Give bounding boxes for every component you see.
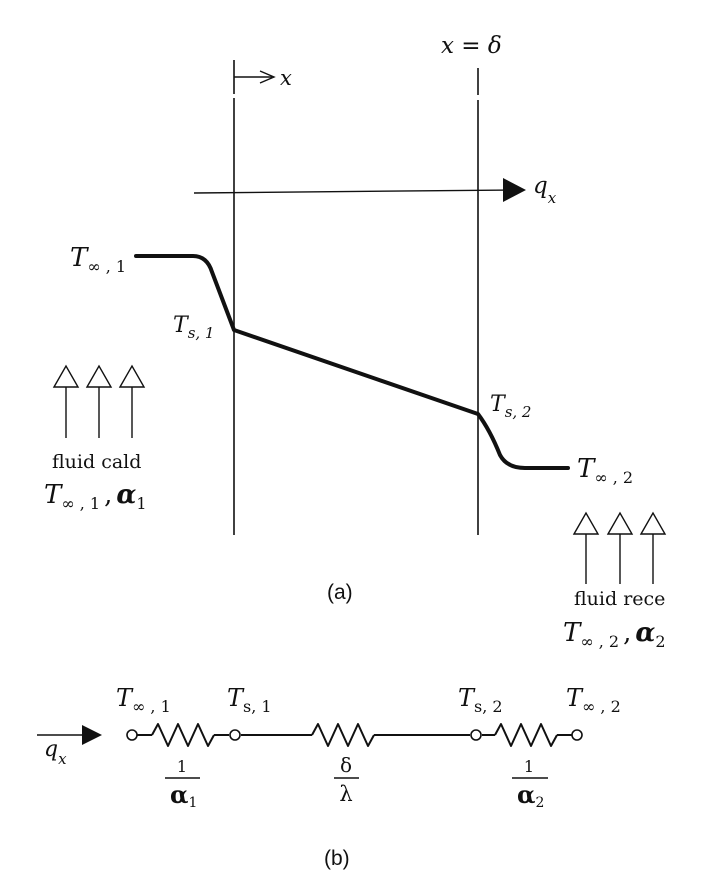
x-axis-arrow <box>234 70 276 84</box>
circuit-wire <box>137 723 572 747</box>
flow-arrow-up-icon <box>118 364 146 438</box>
resistance-conduction: δ λ <box>334 753 359 806</box>
t-inf-1-label: T∞ , 1 <box>70 243 126 276</box>
circuit-node-label-t-inf-2: T∞ , 2 <box>566 684 621 716</box>
part-b-caption: (b) <box>324 847 350 870</box>
part-b-thermal-circuit: qx T∞ , 1 Ts, 1 Ts, 2 T∞ <box>37 684 621 870</box>
t-s-2-label: Ts, 2 <box>490 392 531 421</box>
circuit-heat-flux-label: qx <box>44 737 67 768</box>
heat-flux-arrow <box>193 178 526 202</box>
resistance-2-numerator: δ <box>340 753 352 777</box>
flow-arrow-up-icon <box>572 511 600 584</box>
circuit-node-t-s-2 <box>470 729 482 741</box>
right-fluid-properties: T∞ , 2,α2 <box>563 618 666 651</box>
circuit-node-t-inf-2 <box>571 729 583 741</box>
circuit-node-label-t-inf-1: T∞ , 1 <box>116 684 171 716</box>
left-fluid-label: fluid cald <box>52 451 141 473</box>
part-a-temperature-profile: x x = δ qx T∞ , 1 Ts, 1 Ts, 2 T∞ , 2 <box>44 33 667 651</box>
resistance-3-numerator: 1 <box>524 757 534 776</box>
flow-arrow-up-icon <box>52 364 80 438</box>
resistance-convection-1: 1 α1 <box>165 757 200 811</box>
circuit-node-label-t-s-2: Ts, 2 <box>458 684 503 716</box>
resistance-1-numerator: 1 <box>177 757 187 776</box>
x-axis-label: x <box>280 66 292 90</box>
boundary-label: x = δ <box>441 33 502 59</box>
resistance-2-denominator: λ <box>339 782 352 806</box>
circuit-node-t-s-1 <box>229 729 241 741</box>
heat-flux-label: qx <box>533 173 557 207</box>
resistance-1-denominator: α1 <box>170 780 197 811</box>
resistance-3-denominator: α2 <box>517 780 544 811</box>
flow-arrow-up-icon <box>639 511 667 584</box>
right-fluid-flow-arrows <box>572 511 667 584</box>
resistance-convection-2: 1 α2 <box>512 757 548 811</box>
right-fluid-label: fluid rece <box>574 588 665 610</box>
circuit-node-label-t-s-1: Ts, 1 <box>227 684 272 716</box>
t-inf-2-label: T∞ , 2 <box>577 454 633 487</box>
t-s-1-label: Ts, 1 <box>173 313 214 342</box>
left-fluid-flow-arrows <box>52 364 146 438</box>
flow-arrow-up-icon <box>606 511 634 584</box>
circuit-node-t-inf-1 <box>126 729 138 741</box>
part-a-caption: (a) <box>327 581 353 604</box>
flow-arrow-up-icon <box>85 364 113 438</box>
temperature-profile-curve <box>134 254 570 470</box>
left-fluid-properties: T∞ , 1,α1 <box>44 480 147 513</box>
circuit-heat-flux-arrow <box>37 725 102 745</box>
